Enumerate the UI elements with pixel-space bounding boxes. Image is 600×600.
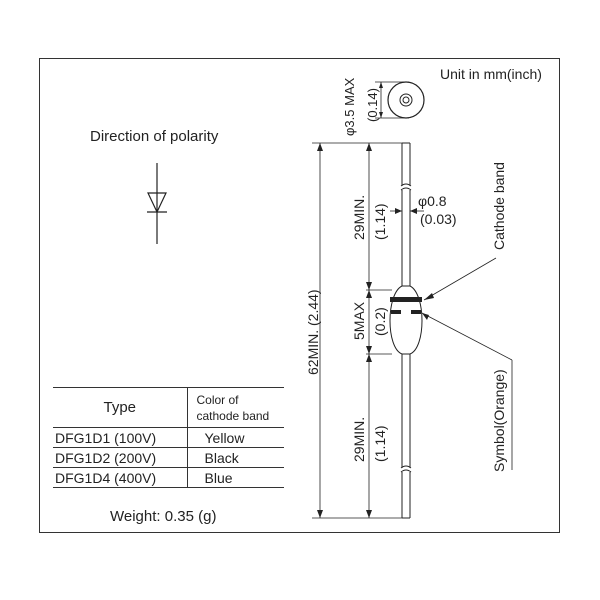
body-diameter-label: φ3.5 MAX: [342, 77, 357, 136]
overall-length-label: 62MIN. (2.44): [305, 289, 321, 375]
body-length-label: 5MAX: [351, 301, 367, 340]
body-length-inch-label: (0.2): [372, 307, 388, 336]
header-color: Color of cathode band: [186, 387, 284, 428]
symbol-label: Symbol(Orange): [491, 369, 507, 472]
unit-note: Unit in mm(inch): [440, 66, 542, 82]
lead-length-bottom-label: 29MIN.: [351, 417, 367, 462]
table-row: DFG1D4 (400V) Blue: [53, 467, 284, 488]
cathode-band-label: Cathode band: [491, 162, 507, 250]
weight-label: Weight: 0.35 (g): [110, 508, 217, 525]
diode-symbol-icon: [147, 163, 167, 244]
lead-length-top-inch-label: (1.14): [372, 203, 388, 240]
row-color: Black: [186, 447, 284, 468]
row-color: Blue: [186, 467, 284, 488]
type-table: Type Color of cathode band DFG1D1 (100V)…: [53, 387, 284, 488]
dimension-arrows: [317, 143, 434, 518]
drawing-frame: [39, 58, 560, 533]
header-type: Type: [53, 387, 187, 428]
body-diameter-inch-label: (0.14): [365, 88, 380, 122]
header-color-line2: cathode band: [196, 408, 270, 423]
polarity-label: Direction of polarity: [90, 128, 219, 145]
lead-length-top-label: 29MIN.: [351, 195, 367, 240]
end-view: [375, 81, 425, 119]
symbol-mark-left: [391, 310, 401, 314]
lead-length-bottom-inch-label: (1.14): [372, 425, 388, 462]
type-table-header: Type Color of cathode band: [53, 387, 284, 428]
row-model: DFG1D1 (100V): [53, 427, 187, 448]
row-model: DFG1D4 (400V): [53, 467, 187, 488]
dimension-lines: [312, 142, 513, 519]
header-color-line1: Color of: [196, 392, 239, 407]
cathode-band: [390, 297, 422, 302]
diode-outline: [389, 142, 423, 519]
table-row: DFG1D2 (200V) Black: [53, 447, 284, 468]
lead-diameter-label: φ0.8: [418, 193, 447, 209]
row-model: DFG1D2 (200V): [53, 447, 187, 468]
row-color: Yellow: [186, 427, 284, 448]
lead-diameter-inch-label: (0.03): [420, 211, 457, 227]
table-row: DFG1D1 (100V) Yellow: [53, 427, 284, 448]
symbol-mark-right: [411, 310, 421, 314]
